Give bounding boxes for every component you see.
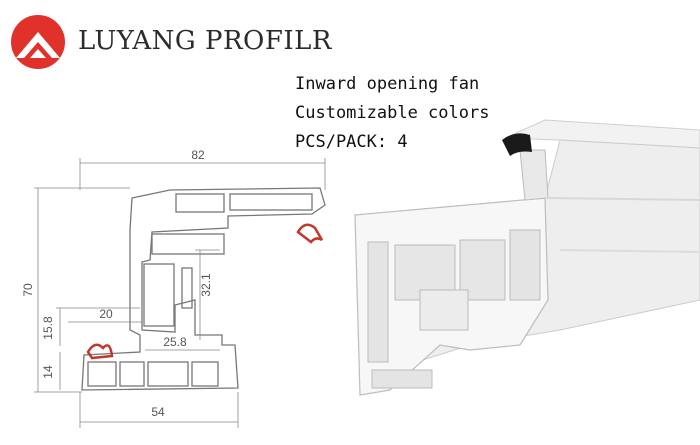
dim-height-total: 70 [21,283,35,297]
spec-colors: Customizable colors [295,103,490,123]
dim-inner-width: 20 [99,307,113,321]
dim-inner-height: 32.1 [199,273,213,297]
spec-pack: PCS/PACK: 4 [295,132,408,152]
spec-list: Inward opening fan Customizable colors P… [295,70,489,157]
black-gasket-icon [502,133,532,156]
top-gasket-icon [296,223,324,244]
dim-width-bottom: 54 [151,405,165,419]
profile-cross-section [81,187,326,391]
profile-3d-render [354,119,700,396]
spec-opening: Inward opening fan [295,74,480,94]
dim-width-top: 82 [191,148,205,162]
bottom-gasket-icon [86,343,114,360]
dim-height-low: 14 [41,365,55,379]
dim-height-mid: 15.8 [41,316,55,340]
brand-name: LUYANG PROFILR [78,26,332,56]
dim-offset: 25.8 [163,335,187,349]
mountain-logo-icon [11,15,65,69]
